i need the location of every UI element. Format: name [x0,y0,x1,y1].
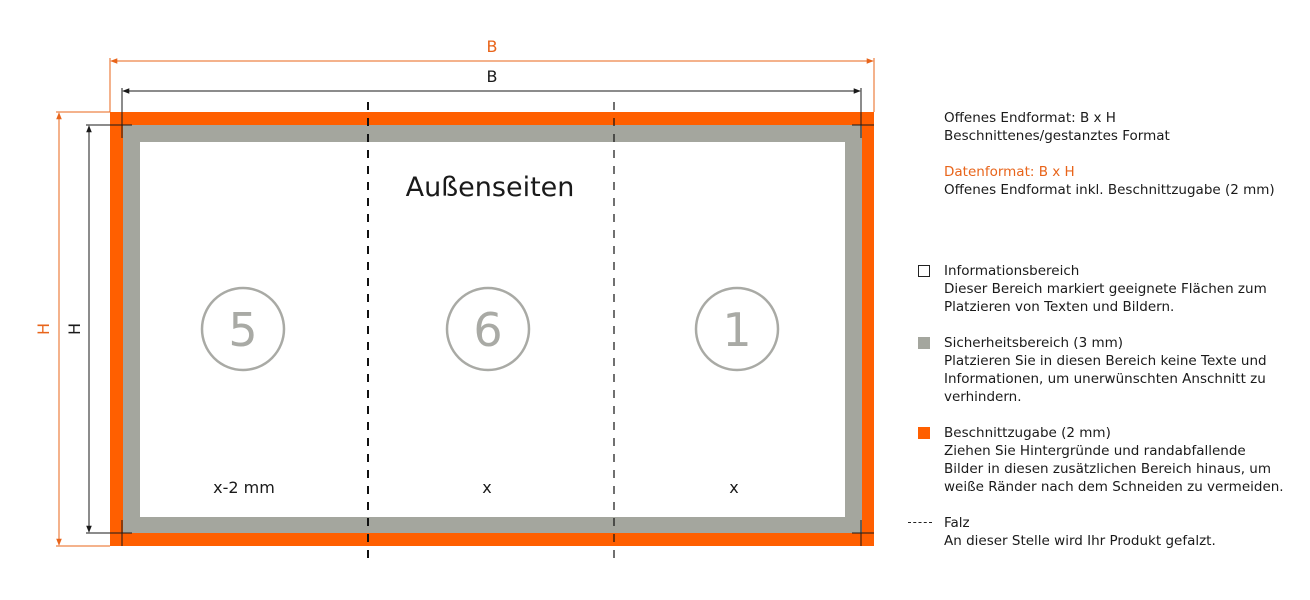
diagram-title: Außenseiten [406,172,575,203]
dashed-line-icon [908,522,932,523]
page-number: 5 [228,303,257,357]
page-number: 1 [722,303,751,357]
crop-marks [110,112,874,546]
panel-width-label: x [482,478,491,497]
legend-title: Sicherheitsbereich (3 mm) [944,335,1124,351]
legend-title: Beschnittzugabe (2 mm) [944,425,1111,441]
legend-description: Beschnittenes/gestanztes Format [944,128,1170,144]
information-area [140,142,845,517]
data-width-dimension: B [109,37,875,112]
panel-page-6: 6 [445,286,531,372]
panel-width-label: x-2 mm [213,478,275,497]
gray-square-icon [918,337,930,349]
legend-item-information-area: Informationsbereich Dieser Bereich marki… [918,262,1304,316]
panel-width-label: x [729,478,738,497]
legend-description: Ziehen Sie Hintergründe und randabfallen… [944,443,1284,495]
data-width-label: B [487,37,498,56]
legend-item-fold: Falz An dieser Stelle wird Ihr Produkt g… [908,514,1304,550]
data-height-label: H [34,323,53,335]
legend-description: Dieser Bereich markiert geeignete Fläche… [944,281,1267,315]
legend-item-bleed: Beschnittzugabe (2 mm) Ziehen Sie Hinter… [918,424,1304,496]
legend-title: Falz [944,515,970,531]
orange-square-icon [918,427,930,439]
legend-title: Offenes Endformat: B x H [944,110,1116,126]
legend-description: An dieser Stelle wird Ihr Produkt gefalz… [944,533,1216,549]
legend-final-format: Offenes Endformat: B x H Beschnittenes/g… [944,109,1304,145]
white-square-icon [918,265,930,277]
page-number: 6 [473,303,502,357]
legend-title: Datenformat: B x H [944,164,1075,180]
legend-item-safety-area: Sicherheitsbereich (3 mm) Platzieren Sie… [918,334,1304,406]
final-width-label: B [487,67,498,86]
panel-page-5: 5 [200,286,286,372]
data-height-dimension: H [34,111,110,547]
legend-description: Platzieren Sie in diesen Bereich keine T… [944,353,1267,405]
legend-data-format: Datenformat: B x H Offenes Endformat ink… [944,163,1304,199]
panel-page-1: 1 [694,286,780,372]
final-height-label: H [65,323,84,335]
legend-description: Offenes Endformat inkl. Beschnittzugabe … [944,182,1275,198]
legend-title: Informationsbereich [944,263,1080,279]
